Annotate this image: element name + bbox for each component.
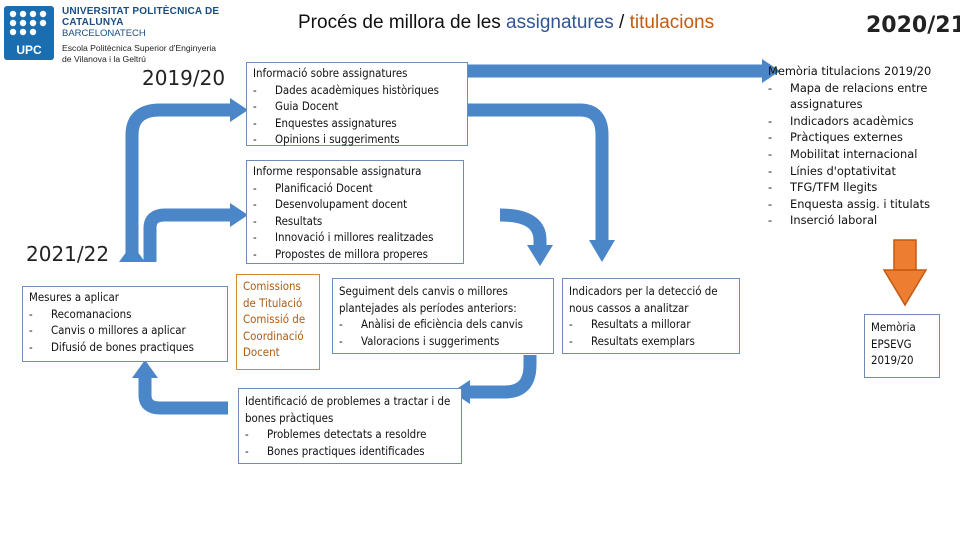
year-2021-22: 2021/22 bbox=[26, 242, 110, 266]
memoria-item-3: Pràctiques externes bbox=[790, 130, 903, 145]
memoria-list: Memòria titulacions 2019/20 -Mapa de rel… bbox=[762, 63, 952, 229]
followup-item-1: Anàlisi de eficiència dels canvis bbox=[361, 317, 523, 332]
measures-heading: Mesures a aplicar bbox=[29, 290, 119, 304]
arrowhead-left-top bbox=[119, 244, 145, 262]
indicators-heading: Indicadors per la detecció de nous casso… bbox=[569, 284, 718, 315]
followup-heading: Seguiment dels canvis o millores plantej… bbox=[339, 284, 517, 315]
commissions-box: Comissions de Titulació Comissió de Coor… bbox=[236, 274, 320, 370]
info-box-heading: Informació sobre assignatures bbox=[253, 66, 408, 80]
arrowhead-down-right bbox=[589, 240, 615, 262]
measures-item-1: Recomanacions bbox=[51, 306, 132, 321]
logo-line-1: UNIVERSITAT POLITÈCNICA DE CATALUNYA bbox=[62, 6, 220, 28]
arrow-bottom-right bbox=[470, 355, 537, 399]
report-item-1: Planificació Docent bbox=[275, 180, 373, 195]
memoria-item-8: Inserció laboral bbox=[790, 213, 878, 228]
memoria-item-5: Línies d'optativitat bbox=[790, 163, 896, 178]
arrowhead-report-down bbox=[527, 245, 553, 266]
commissions-line-3: Comissió de bbox=[243, 312, 306, 327]
commissions-line-2: de Titulació bbox=[243, 295, 303, 310]
commissions-line-5: Docent bbox=[243, 345, 280, 360]
arrowhead-report bbox=[230, 203, 248, 227]
svg-text:UPC: UPC bbox=[16, 43, 42, 57]
arrowhead-info bbox=[230, 98, 248, 122]
problems-heading: Identificació de problemes a tractar i d… bbox=[245, 394, 451, 425]
commissions-line-1: Comissions bbox=[243, 279, 301, 293]
logo-line-2: BARCELONATECH bbox=[62, 28, 146, 39]
info-item-1: Dades acadèmiques històriques bbox=[275, 82, 439, 97]
report-item-3: Resultats bbox=[275, 213, 323, 228]
info-box: Informació sobre assignatures -Dades aca… bbox=[246, 62, 468, 146]
indicators-item-2: Resultats exemplars bbox=[591, 333, 695, 348]
measures-item-3: Difusió de bones practiques bbox=[51, 339, 194, 354]
arrow-orange-down bbox=[882, 239, 928, 307]
logo-line-3: Escola Politècnica Superior d'Enginyeria bbox=[62, 43, 217, 53]
upc-emblem-icon: UPC bbox=[4, 6, 54, 60]
arrow-left-report bbox=[143, 208, 230, 262]
commissions-line-4: Coordinació bbox=[243, 328, 304, 343]
page-title: Procés de millora de les assignatures / … bbox=[298, 12, 715, 33]
report-item-2: Desenvolupament docent bbox=[275, 197, 408, 212]
report-box: Informe responsable assignatura -Planifi… bbox=[246, 160, 464, 264]
problems-box: Identificació de problemes a tractar i d… bbox=[238, 388, 462, 464]
followup-item-2: Valoracions i suggeriments bbox=[361, 333, 500, 348]
report-item-5: Propostes de millora properes bbox=[275, 246, 428, 261]
arrowhead-bottom-left bbox=[132, 360, 158, 378]
arrow-info-down bbox=[468, 103, 609, 240]
memoria-item-1: Mapa de relacions entre assignatures bbox=[790, 80, 928, 112]
memoria-epsevg-line-2: EPSEVG bbox=[871, 336, 912, 351]
arrowhead-memoria bbox=[762, 59, 780, 83]
measures-item-2: Canvis o millores a aplicar bbox=[51, 323, 186, 338]
arrow-left-up bbox=[125, 103, 230, 262]
memoria-item-4: Mobilitat internacional bbox=[790, 146, 918, 161]
indicators-box: Indicadors per la detecció de nous casso… bbox=[562, 278, 740, 354]
upc-logo: UPC UNIVERSITAT POLITÈCNICA DE CATALUNYA… bbox=[0, 0, 262, 66]
problems-item-2: Bones practiques identificades bbox=[267, 443, 425, 458]
report-item-4: Innovació i millores realitzades bbox=[275, 230, 434, 245]
memoria-heading: Memòria titulacions 2019/20 bbox=[768, 64, 932, 78]
arrow-report-down bbox=[499, 208, 547, 247]
info-item-3: Enquestes assignatures bbox=[275, 115, 397, 130]
memoria-epsevg-line-3: 2019/20 bbox=[871, 353, 914, 368]
memoria-item-7: Enquesta assig. i titulats bbox=[790, 196, 931, 211]
year-2019-20: 2019/20 bbox=[142, 66, 226, 90]
indicators-item-1: Resultats a millorar bbox=[591, 317, 691, 332]
problems-item-1: Problemes detectats a resoldre bbox=[267, 427, 427, 442]
memoria-item-6: TFG/TFM llegits bbox=[790, 180, 878, 195]
arrow-bottom-left bbox=[138, 378, 228, 415]
memoria-item-2: Indicadors acadèmics bbox=[790, 113, 914, 128]
measures-box: Mesures a aplicar -Recomanacions -Canvis… bbox=[22, 286, 228, 362]
info-item-2: Guia Docent bbox=[275, 99, 339, 114]
info-item-4: Opinions i suggeriments bbox=[275, 132, 400, 147]
year-2020-21: 2020/21 bbox=[866, 13, 960, 38]
memoria-epsevg-line-1: Memòria bbox=[871, 320, 916, 334]
logo-line-4: de Vilanova i la Geltrú bbox=[62, 54, 146, 64]
report-box-heading: Informe responsable assignatura bbox=[253, 164, 422, 178]
memoria-epsevg-box: Memòria EPSEVG 2019/20 bbox=[864, 314, 940, 378]
followup-box: Seguiment dels canvis o millores plantej… bbox=[332, 278, 554, 354]
